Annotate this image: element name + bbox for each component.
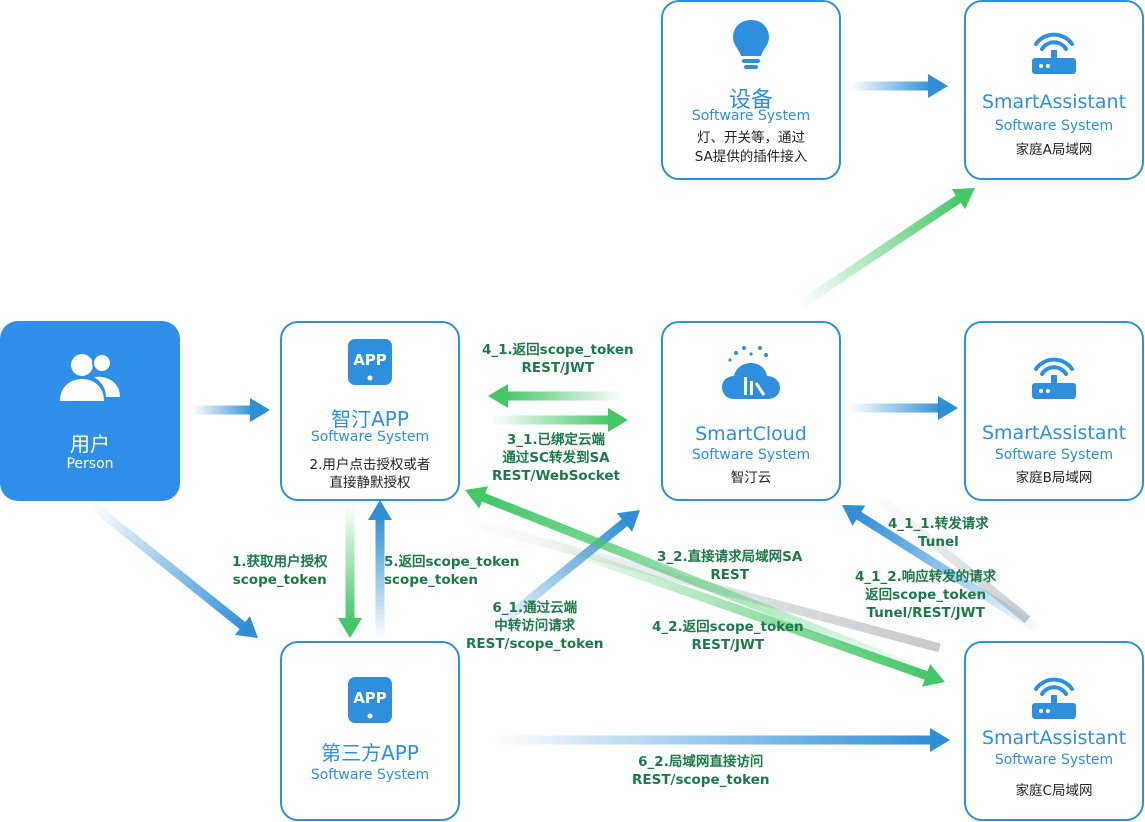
edge-label-line: scope_token (232, 572, 327, 588)
edge-label-4-1-1: 4_1_1.转发请求 Tunel (888, 515, 989, 551)
edge-label-line: REST/JWT (521, 360, 595, 376)
router-icon (1032, 357, 1076, 399)
edge-label-line: 5.返回scope_token (384, 554, 520, 570)
edge-label-3-2: 3_2.直接请求局域网SA REST (657, 548, 802, 584)
arrow-6-1-third-to-cloud (487, 510, 640, 636)
arrow-3-1-app-to-cloud (490, 408, 628, 432)
edge-label-line: 4_1_1.转发请求 (888, 516, 989, 532)
device-desc-line2: SA提供的插件接入 (694, 149, 808, 165)
smartassistant-c-node: SmartAssistant Software System 家庭C局域网 (964, 641, 1144, 821)
app-phone-icon: APP (348, 339, 392, 385)
arrow-user-to-zhiting-app (192, 398, 270, 422)
device-node: 设备 Software System 灯、开关等，通过 SA提供的插件接入 (661, 0, 841, 180)
sa-b-title: SmartAssistant (981, 422, 1127, 444)
sa-b-desc: 家庭B局域网 (1015, 470, 1093, 486)
users-icon (60, 353, 120, 401)
sa-a-title: SmartAssistant (981, 91, 1127, 113)
smartassistant-a-node: SmartAssistant Software System 家庭A局域网 (964, 0, 1144, 180)
sa-b-subtitle: Software System (994, 447, 1114, 463)
arrow-cloud-to-sa-b (850, 396, 958, 420)
arrow-5-app-up (368, 500, 392, 640)
edge-label-line: 返回scope_token (865, 587, 987, 603)
arrow-4-1-cloud-to-app (488, 384, 625, 408)
device-subtitle: Software System (691, 108, 811, 124)
app-phone-icon: APP (348, 677, 392, 723)
svg-text:APP: APP (353, 351, 387, 369)
edge-label-line: 6_1.通过云端 (492, 600, 578, 616)
zhiting-app-desc-line1: 2.用户点击授权或者 (309, 457, 431, 473)
sa-a-subtitle: Software System (994, 118, 1114, 134)
edge-label-4-1-2: 4_1_2.响应转发的请求 返回scope_token Tunel/REST/J… (855, 568, 996, 622)
edge-label-line: REST/JWT (691, 637, 765, 653)
smartcloud-subtitle: Software System (691, 447, 811, 463)
arrow-6-2-third-to-sa-c (488, 728, 950, 752)
edge-label-1: 1.获取用户授权 scope_token (232, 553, 328, 589)
edge-label-line: 通过SC转发到SA (502, 450, 610, 466)
edge-label-line: REST/scope_token (632, 772, 770, 788)
sa-a-desc: 家庭A局域网 (1015, 142, 1093, 158)
edge-label-line: REST/scope_token (466, 636, 604, 652)
edge-label-line: 中转访问请求 (494, 618, 576, 634)
arrow-device-to-sa-a (850, 74, 948, 98)
edge-label-6-2: 6_2.局域网直接访问 REST/scope_token (632, 753, 769, 789)
arrow-3-2-to-sa-c (538, 535, 945, 687)
arrow-4-1-2-to-cloud (841, 504, 1043, 634)
sa-c-desc: 家庭C局域网 (1015, 783, 1093, 799)
zhiting-app-desc-line2: 直接静默授权 (329, 475, 411, 491)
smartcloud-node: SmartCloud Software System 智汀云 (661, 321, 841, 501)
zhiting-app-subtitle: Software System (310, 429, 430, 445)
edge-label-line: 6_2.局域网直接访问 (638, 754, 764, 770)
third-app-title: 第三方APP (321, 741, 419, 765)
edge-label-6-1: 6_1.通过云端 中转访问请求 REST/scope_token (466, 599, 603, 653)
edge-label-line: 1.获取用户授权 (232, 554, 328, 570)
zhiting-app-node: APP 智汀APP Software System 2.用户点击授权或者 直接静… (280, 321, 460, 501)
user-subtitle: Person (66, 456, 114, 472)
edge-label-line: REST/WebSocket (492, 468, 620, 484)
edge-label-line: REST (710, 567, 749, 583)
sa-c-subtitle: Software System (994, 752, 1114, 768)
router-icon (1032, 677, 1076, 719)
user-node: 用户 Person (0, 321, 180, 501)
arrow-user-to-third-app (89, 501, 259, 639)
edge-label-4-1: 4_1.返回scope_token REST/JWT (482, 341, 634, 377)
zhiting-app-title: 智汀APP (331, 407, 409, 431)
edge-label-4-2: 4_2.返回scope_token REST/JWT (652, 618, 804, 654)
svg-text:APP: APP (353, 689, 387, 707)
edge-label-line: 4_2.返回scope_token (652, 619, 804, 635)
router-icon (1032, 32, 1076, 74)
device-title: 设备 (728, 88, 773, 113)
edge-label-line: scope_token (384, 572, 478, 588)
edge-label-line: Tunel/REST/JWT (866, 605, 985, 621)
edge-label-line: Tunel (918, 534, 959, 550)
third-party-app-node: APP 第三方APP Software System (280, 641, 460, 821)
smartcloud-desc: 智汀云 (730, 470, 772, 486)
sa-c-title: SmartAssistant (981, 727, 1127, 749)
edge-label-line: 4_1_2.响应转发的请求 (855, 569, 997, 585)
user-title: 用户 (70, 432, 110, 456)
edge-label-line: 4_1.返回scope_token (482, 342, 634, 358)
edge-label-line: 3_1.已绑定云端 (506, 432, 606, 448)
arrow-4-2-to-app (465, 486, 947, 685)
third-app-subtitle: Software System (310, 767, 430, 783)
arrow-1-app-down (338, 505, 362, 638)
edge-label-5: 5.返回scope_token scope_token (384, 553, 520, 589)
device-desc-line1: 灯、开关等，通过 (697, 130, 805, 146)
smartcloud-title: SmartCloud (695, 423, 807, 445)
lightbulb-icon (733, 20, 769, 69)
edge-label-3-1: 3_1.已绑定云端 通过SC转发到SA REST/WebSocket (492, 431, 620, 485)
edge-label-line: 3_2.直接请求局域网SA (657, 549, 803, 565)
cloud-icon (722, 346, 780, 399)
arrow-cloud-to-sa-a (797, 187, 976, 309)
arrow-4-1-1-gray (872, 491, 1031, 624)
smartassistant-b-node: SmartAssistant Software System 家庭B局域网 (964, 321, 1144, 501)
